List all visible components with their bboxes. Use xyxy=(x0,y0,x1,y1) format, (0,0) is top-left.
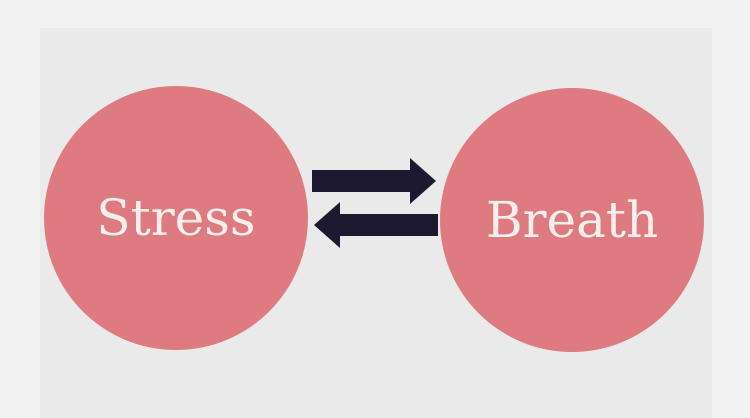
exchange-arrows xyxy=(312,158,438,248)
breath-label: Breath xyxy=(485,191,659,249)
stress-label: Stress xyxy=(96,189,256,247)
breath-node: Breath xyxy=(440,88,704,352)
arrow-right-icon xyxy=(312,158,436,204)
stress-node: Stress xyxy=(44,86,308,350)
arrow-left-icon xyxy=(314,202,438,248)
